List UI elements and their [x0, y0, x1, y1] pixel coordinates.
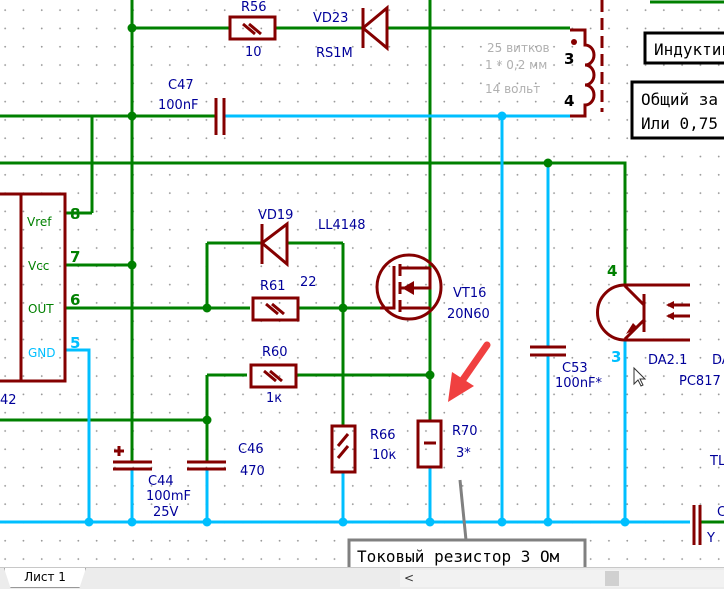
- winding-pin-3: 3: [564, 50, 574, 68]
- mouse-cursor-icon: [633, 366, 647, 387]
- tab-sheet-1[interactable]: Лист 1: [4, 568, 86, 588]
- da2-ref: DA2.1: [648, 353, 687, 368]
- svg-text:Y: Y: [706, 531, 715, 546]
- capacitor-c46[interactable]: C46 470: [187, 442, 265, 479]
- sheet-tab-bar: Лист 1 <: [0, 567, 724, 589]
- pin-num-5: 5: [70, 334, 80, 352]
- pin-name-vref: Vref: [27, 215, 52, 229]
- r60-value: 1к: [266, 391, 282, 406]
- r66-ref: R66: [370, 428, 396, 443]
- opto-pin-3: 3: [611, 348, 621, 366]
- vd19-value: LL4148: [318, 218, 366, 233]
- r56-value: 10: [245, 45, 262, 60]
- r56-ref: R56: [241, 0, 267, 15]
- capacitor-c44[interactable]: C44 100mF 25V: [113, 446, 191, 520]
- r61-ref: R61: [260, 279, 286, 294]
- diode-vd19[interactable]: VD19 LL4148: [258, 208, 366, 268]
- r60-ref: R60: [262, 345, 288, 360]
- svg-text:Общий за: Общий за: [641, 90, 718, 109]
- pwm-controller-chip[interactable]: Vref Vcc OUT GND 8 7 6 5 42: [0, 192, 80, 408]
- resistor-r66[interactable]: R66 10к: [330, 424, 397, 474]
- wire-note: 1 * 0,2 мм: [485, 58, 547, 72]
- note-total[interactable]: Общий за Или 0,75: [630, 80, 724, 140]
- resistor-r70[interactable]: R70 3*: [416, 419, 478, 469]
- resistor-r56[interactable]: R56 10: [228, 0, 277, 60]
- c47-ref: C47: [168, 78, 194, 93]
- pin-name-vcc: Vcc: [28, 259, 49, 273]
- voltage-note: 14 вольт: [485, 82, 540, 96]
- c46-ref: C46: [238, 442, 264, 457]
- r61-value: 22: [300, 275, 317, 290]
- svg-text:DA: DA: [712, 353, 724, 368]
- blue-nets: [0, 114, 690, 524]
- scrollbar-thumb[interactable]: [605, 571, 619, 586]
- c53-ref: C53: [562, 361, 588, 376]
- c47-value: 100nF: [158, 98, 199, 113]
- pin-num-8: 8: [70, 205, 80, 223]
- transformer-winding[interactable]: 3 4 25 витков 1 * 0,2 мм 14 вольт: [485, 0, 604, 118]
- optocoupler-da2[interactable]: 4 3 DA2.1 PC817: [596, 262, 721, 389]
- diode-vd23[interactable]: VD23 RS1M: [313, 4, 389, 61]
- resistor-r61[interactable]: R61 22: [251, 275, 317, 322]
- c44-ref: C44: [148, 474, 174, 489]
- da2-value: PC817: [679, 374, 721, 389]
- vd19-ref: VD19: [258, 208, 293, 223]
- svg-text:Или 0,75: Или 0,75: [641, 114, 718, 133]
- r70-value: 3*: [456, 446, 471, 461]
- c46-value: 470: [240, 464, 265, 479]
- pin-num-6: 6: [70, 291, 80, 309]
- c53-value: 100nF*: [555, 376, 603, 391]
- svg-text:TL: TL: [709, 454, 724, 469]
- c44-voltage: 25V: [153, 505, 179, 520]
- r66-value: 10к: [372, 448, 397, 463]
- vd23-value: RS1M: [316, 46, 353, 61]
- current-resistor-callout[interactable]: Токовый резистор 3 Ом: [347, 479, 587, 567]
- capacitor-c47[interactable]: C47 100nF: [158, 78, 226, 135]
- schematic[interactable]: Vref Vcc OUT GND 8 7 6 5 42 R56 10 VD23 …: [0, 0, 724, 567]
- red-annotation-arrow-icon: [448, 341, 491, 402]
- opto-pin-4: 4: [607, 262, 617, 280]
- vt16-ref: VT16: [453, 286, 486, 301]
- capacitor-c53[interactable]: C53 100nF*: [530, 345, 603, 391]
- svg-text:Токовый резистор 3 Ом: Токовый резистор 3 Ом: [357, 547, 560, 566]
- vd23-ref: VD23: [313, 11, 348, 26]
- schematic-canvas[interactable]: Vref Vcc OUT GND 8 7 6 5 42 R56 10 VD23 …: [0, 0, 724, 567]
- green-nets: [0, 0, 724, 524]
- pin-num-7: 7: [70, 248, 80, 266]
- note-inductance[interactable]: Индуктивн: [643, 31, 724, 65]
- turns-note: 25 витков: [487, 41, 550, 55]
- clipped-labels: DA TL C Y: [692, 353, 724, 546]
- mosfet-vt16[interactable]: VT16 20N60: [375, 253, 490, 322]
- junctions: [84, 23, 630, 527]
- r70-ref: R70: [452, 424, 478, 439]
- winding-pin-4: 4: [564, 92, 574, 110]
- svg-text:C: C: [717, 505, 724, 520]
- vt16-value: 20N60: [447, 307, 490, 322]
- resistor-r60[interactable]: R60 1к: [249, 345, 298, 406]
- svg-text:Индуктивн: Индуктивн: [654, 40, 724, 59]
- pin-name-gnd: GND: [28, 346, 56, 360]
- horizontal-scrollbar[interactable]: <: [400, 570, 724, 587]
- pin-name-out: OUT: [28, 302, 54, 316]
- scroll-left-button[interactable]: <: [404, 571, 415, 585]
- c44-value: 100mF: [146, 489, 191, 504]
- chip-ref: 42: [0, 393, 17, 408]
